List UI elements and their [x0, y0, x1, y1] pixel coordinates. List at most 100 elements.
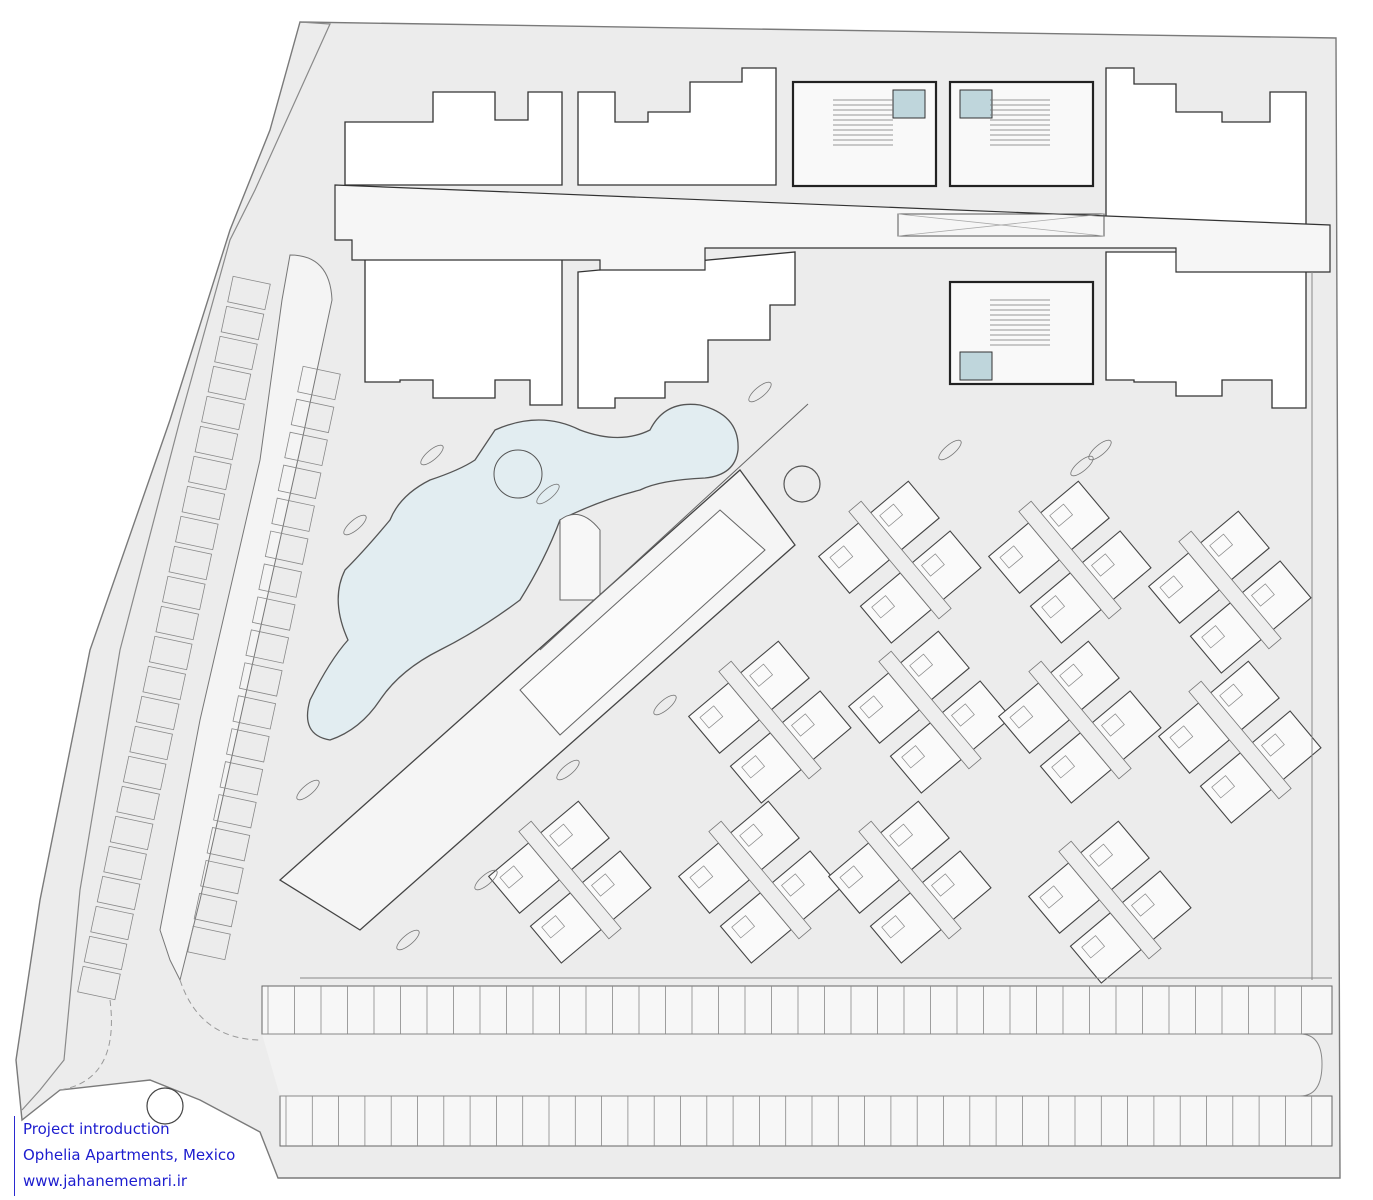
- villa-bed: [1051, 755, 1076, 779]
- tree-symbol-icon: [420, 444, 444, 466]
- parking-stall: [201, 395, 245, 431]
- villa-bed: [999, 545, 1024, 569]
- villa-bed: [879, 503, 904, 527]
- villa-bed: [689, 865, 714, 889]
- villa-stair: [1178, 530, 1282, 650]
- parking-stall: [284, 431, 328, 467]
- villa-stair: [1028, 660, 1132, 780]
- parking-stall: [135, 695, 180, 731]
- villa-bed: [1089, 843, 1114, 867]
- villa-bed: [1081, 935, 1106, 959]
- parking-stall: [297, 365, 341, 401]
- villa-bed: [1091, 553, 1115, 577]
- tree-symbol-icon: [474, 869, 498, 891]
- parking-stall: [251, 596, 296, 631]
- caption-block: Project introduction Ophelia Apartments,…: [14, 1116, 235, 1196]
- parking-stall: [155, 605, 200, 641]
- parking-stall: [181, 485, 226, 521]
- villa-bed: [839, 865, 864, 889]
- landscape-trees: [296, 381, 1112, 951]
- villa-bed: [1261, 733, 1285, 757]
- villa-stair: [708, 820, 812, 940]
- parking-stall: [214, 335, 258, 371]
- villa-bed: [1101, 713, 1125, 737]
- villa-cluster: [827, 800, 992, 964]
- villa-bed: [749, 663, 774, 687]
- access-corridor: [334, 184, 1331, 273]
- entrance-drive: [59, 979, 263, 1091]
- parking-stall: [116, 785, 160, 821]
- unit-pools: [892, 89, 993, 381]
- villa-cluster: [487, 800, 652, 964]
- bottom-parking-stalls: [267, 986, 1313, 1146]
- parking-stall: [206, 827, 251, 862]
- villa-bed: [731, 915, 756, 939]
- entrance-roundabout: [146, 1087, 184, 1125]
- villa-bed: [1009, 705, 1034, 729]
- caption-website[interactable]: www.jahanememari.ir: [23, 1172, 188, 1190]
- villa-bed: [951, 703, 975, 727]
- parking-stall: [103, 845, 147, 881]
- plaza-circle: [783, 465, 821, 503]
- villa-stair: [878, 650, 982, 770]
- villa-cluster: [847, 630, 1012, 794]
- parking-stall: [258, 563, 302, 598]
- boundary-road: [21, 21, 331, 1111]
- villa-clusters: [487, 480, 1322, 984]
- pool-island: [493, 449, 543, 499]
- parking-stall: [277, 464, 322, 499]
- parking-stall: [219, 761, 264, 796]
- parking-stall: [168, 545, 213, 581]
- villa-bed: [901, 745, 926, 769]
- villa-bed: [549, 823, 574, 847]
- villa-bed: [1039, 885, 1064, 909]
- parking-stall: [109, 815, 154, 851]
- parking-stall: [142, 665, 186, 701]
- villa-bed: [699, 705, 724, 729]
- parking-stall: [193, 892, 238, 928]
- swimming-pool: [306, 403, 739, 741]
- villa-bed: [1219, 683, 1244, 707]
- villa-bed: [1169, 725, 1194, 749]
- villa-bed: [791, 713, 815, 737]
- parking-stall: [96, 875, 141, 911]
- parking-stall: [207, 365, 252, 401]
- villa-bed: [1211, 775, 1236, 799]
- parking-stall: [77, 965, 121, 1001]
- villa-cluster: [1147, 510, 1312, 674]
- parking-stall: [290, 398, 335, 434]
- bottom-parking-upper: [261, 985, 1333, 1035]
- villa-bed: [829, 545, 854, 569]
- villa-cluster: [1157, 660, 1322, 824]
- parking-stall: [226, 728, 270, 763]
- tree-symbol-icon: [396, 929, 420, 951]
- villa-bed: [591, 873, 615, 897]
- corridor-void-cross: [897, 213, 1105, 237]
- villa-bed: [1131, 893, 1155, 917]
- parking-stall: [271, 497, 315, 532]
- villa-stair: [848, 500, 952, 620]
- tree-symbol-icon: [1088, 439, 1112, 461]
- parking-stall: [227, 275, 271, 311]
- unit-stair-hatching: [833, 99, 1050, 346]
- parking-stall: [213, 794, 257, 829]
- bottom-parking-lower: [279, 1095, 1333, 1147]
- villa-bed: [881, 915, 906, 939]
- villa-bed: [1059, 663, 1084, 687]
- parking-stall: [90, 905, 134, 941]
- villa-bed: [1041, 595, 1066, 619]
- parking-stall: [175, 515, 219, 551]
- parking-stall: [194, 425, 239, 461]
- villa-stair: [1018, 500, 1122, 620]
- villa-stair: [1188, 680, 1292, 800]
- villa-bed: [1159, 575, 1184, 599]
- bottom-drive-aisle: [262, 1033, 1323, 1097]
- tree-symbol-icon: [1070, 455, 1094, 477]
- parking-stall: [188, 455, 232, 491]
- villa-bed: [931, 873, 955, 897]
- caption-title: Project introduction: [23, 1120, 170, 1138]
- tree-symbol-icon: [748, 381, 772, 403]
- parking-stall: [264, 530, 309, 565]
- villa-bed: [909, 653, 934, 677]
- parking-stall: [220, 305, 265, 341]
